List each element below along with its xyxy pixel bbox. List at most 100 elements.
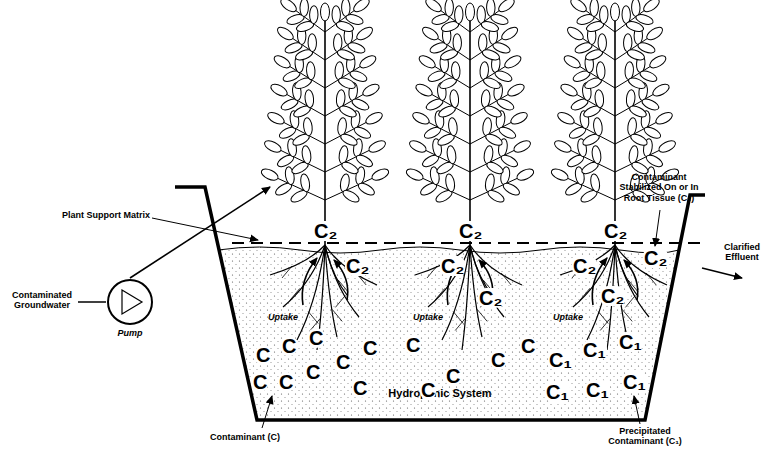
leaflet <box>627 117 638 136</box>
leaflet <box>449 89 459 108</box>
precipitate-symbol: C₁ <box>548 350 573 370</box>
leaflet <box>494 69 514 84</box>
rootlet <box>332 309 342 321</box>
leaflet <box>263 138 283 154</box>
leaflet <box>466 3 475 21</box>
leaflet <box>485 160 505 176</box>
leaflet <box>556 110 576 126</box>
root <box>270 245 325 275</box>
leader-line <box>262 396 272 428</box>
plant <box>405 0 536 245</box>
contaminant-symbol: C₂ <box>345 256 370 276</box>
leaflet <box>300 0 309 17</box>
contaminant-symbol: C <box>252 372 268 392</box>
leaflet <box>446 145 457 164</box>
contaminant-symbol: C <box>520 336 536 356</box>
hydroponic-tank: Hydroponic System <box>175 185 705 430</box>
uptake-arrow <box>624 260 638 300</box>
contaminant-symbol: C <box>278 372 294 392</box>
leaflet <box>506 82 526 99</box>
rootlet <box>335 295 345 307</box>
leaflet <box>486 188 506 204</box>
uptake-label: Uptake <box>268 312 298 322</box>
root <box>470 245 522 285</box>
root <box>325 245 347 295</box>
leaflet <box>453 34 462 52</box>
leaflet <box>550 167 570 183</box>
leaflet <box>477 6 486 24</box>
leaflet <box>628 145 639 164</box>
leaflet <box>611 3 620 21</box>
rootlet <box>290 288 300 300</box>
roots <box>415 245 522 350</box>
leaflet <box>339 173 351 192</box>
contaminant-symbol: C <box>281 336 297 356</box>
leaflet <box>336 89 346 108</box>
leaflet <box>424 0 444 14</box>
stem <box>324 18 326 245</box>
leaflet <box>309 6 318 24</box>
leaflet <box>308 34 317 52</box>
leaflet <box>478 34 487 52</box>
pump-circle <box>108 280 152 324</box>
leaflet <box>623 34 632 52</box>
leaflet <box>355 25 375 42</box>
leaflet <box>642 125 662 141</box>
leaflet <box>499 153 519 169</box>
leaflet <box>484 173 496 192</box>
leaflet <box>269 82 289 99</box>
leaflet <box>361 82 381 99</box>
leaflet <box>639 69 659 84</box>
leaflet <box>303 117 314 136</box>
contaminant-symbol: C <box>362 338 378 358</box>
root <box>325 245 337 337</box>
leaflet <box>414 82 434 99</box>
precipitate-symbol: C₁ <box>582 340 607 360</box>
contaminant-symbol: C <box>420 380 436 400</box>
rootlet <box>598 312 608 324</box>
contaminant-symbol: C₂ <box>458 221 483 241</box>
leaflet <box>345 13 365 27</box>
leaflet <box>490 13 510 27</box>
leaflet <box>631 0 640 17</box>
uptake-arrow <box>302 258 317 305</box>
leaflet <box>454 6 463 24</box>
leaflet <box>332 6 341 24</box>
leaflet <box>417 53 437 70</box>
leaflet <box>299 173 311 192</box>
support-matrix-line <box>232 242 700 244</box>
inlet-label: Contaminated Groundwater <box>6 290 78 311</box>
leaflet <box>629 132 649 148</box>
leaflet <box>341 0 350 17</box>
plant <box>550 0 681 245</box>
contaminant-symbol: C <box>335 352 351 372</box>
plants <box>260 0 681 350</box>
leaflet <box>484 132 504 148</box>
outlet-label: Clarified Effluent <box>712 242 772 263</box>
leaflet <box>492 41 512 55</box>
leaflet <box>338 145 349 164</box>
leaflet <box>321 3 330 21</box>
leaflet <box>648 53 668 70</box>
leaflet <box>352 125 372 141</box>
leaflet <box>500 25 520 42</box>
precipitate-symbol: C₁ <box>622 372 647 392</box>
leaflet <box>596 61 606 79</box>
leaflet <box>266 110 286 126</box>
leaflet <box>642 0 662 14</box>
contaminant-symbol: C <box>490 350 506 370</box>
leaflet <box>364 110 384 126</box>
leaflet <box>645 25 665 42</box>
leaflet <box>654 110 674 126</box>
rootlet <box>501 273 511 285</box>
leaflet <box>626 89 636 108</box>
inlet-pipe <box>78 301 106 303</box>
precipitate-label: Precipitated Contaminant (C₁) <box>600 426 690 447</box>
stem <box>614 18 616 245</box>
contaminant-symbol: C <box>352 378 368 398</box>
leaflet <box>486 0 495 17</box>
contaminant-symbol: C <box>305 362 321 382</box>
leaflet <box>260 167 280 183</box>
callout-label: Contaminant Stabilized On or In Root Tis… <box>612 172 706 203</box>
leaflet <box>599 6 608 24</box>
